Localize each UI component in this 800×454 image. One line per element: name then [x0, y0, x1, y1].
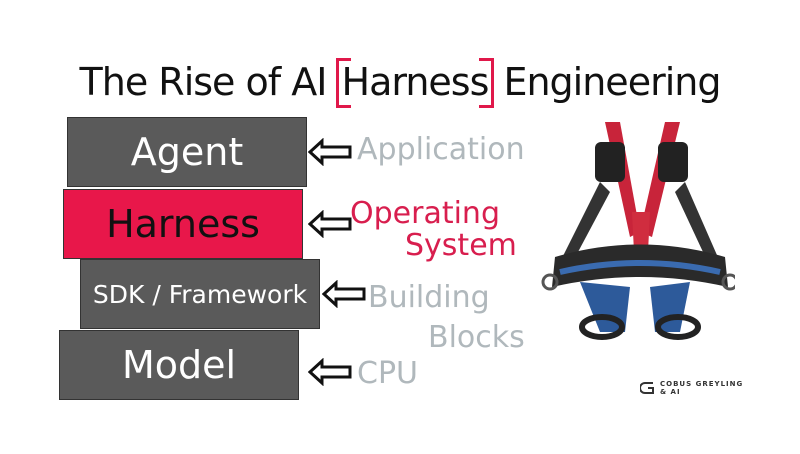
role-building: Building — [368, 280, 490, 315]
left-arrow-icon — [322, 280, 366, 308]
left-arrow-icon — [308, 210, 352, 238]
role-system: System — [405, 228, 517, 263]
role-operating: Operating — [350, 196, 500, 231]
safety-harness-image — [541, 122, 735, 340]
layer-label: Model — [121, 343, 237, 387]
logo-line: & AI — [660, 388, 681, 396]
layer-agent: Agent — [67, 117, 307, 187]
role-cpu: CPU — [357, 356, 418, 391]
slide-title: The Rise of AI Harness Engineering — [0, 58, 800, 108]
logo-line: COBUS GREYLING — [660, 380, 744, 388]
cobus-greyling-logo: COBUS GREYLING& AI — [640, 380, 743, 396]
left-arrow-icon — [308, 138, 352, 166]
logo-mark-icon — [640, 382, 654, 394]
title-part: The Rise of AI — [79, 60, 338, 104]
layer-model: Model — [59, 330, 299, 400]
layer-label: Agent — [130, 130, 244, 174]
title-highlight: Harness — [335, 58, 495, 108]
left-arrow-icon — [308, 358, 352, 386]
role-application: Application — [357, 132, 525, 167]
layer-harness: Harness — [63, 189, 303, 259]
role-blocks: Blocks — [428, 320, 525, 355]
layer-sdk-framework: SDK / Framework — [80, 259, 320, 329]
title-part: Engineering — [492, 60, 721, 104]
layer-label: Harness — [106, 202, 260, 246]
layer-label: SDK / Framework — [92, 279, 308, 309]
logo-text: COBUS GREYLING& AI — [660, 380, 743, 396]
title-highlight-text: Harness — [341, 60, 490, 104]
